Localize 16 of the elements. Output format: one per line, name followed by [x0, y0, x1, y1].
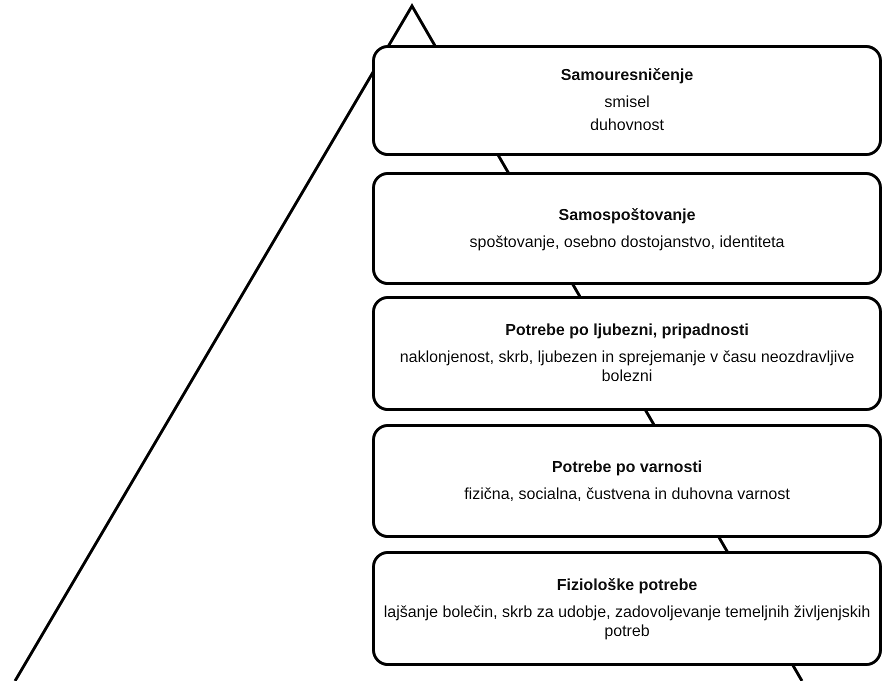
level-box: [372, 424, 882, 538]
level-description: fizična, socialna, čustvena in duhovna varnost: [464, 485, 790, 504]
level-heading: Samospoštovanje: [558, 206, 696, 224]
level-heading: Samouresničenje: [560, 66, 694, 85]
level-box: [372, 551, 882, 666]
level-heading: Fiziološke potrebe: [556, 576, 698, 595]
level-description: lajšanje bolečin, skrb za udobje, zadovoljevanje temeljnih življenjskih potreb: [383, 603, 871, 641]
level-box: [372, 172, 882, 285]
level-heading: Potrebe po varnosti: [552, 458, 702, 477]
level-box: [372, 45, 882, 156]
level-description: spoštovanje, osebno dostojanstvo, identiteta: [470, 232, 784, 252]
level-description: naklonjenost, skrb, ljubezen in sprejemanje v času neozdravljive bolezni: [398, 348, 856, 386]
level-heading: Potrebe po ljubezni, pripadnosti: [505, 321, 749, 340]
level-box: [372, 296, 882, 411]
level-description: duhovnost: [590, 116, 664, 135]
level-description: smisel: [604, 93, 650, 112]
